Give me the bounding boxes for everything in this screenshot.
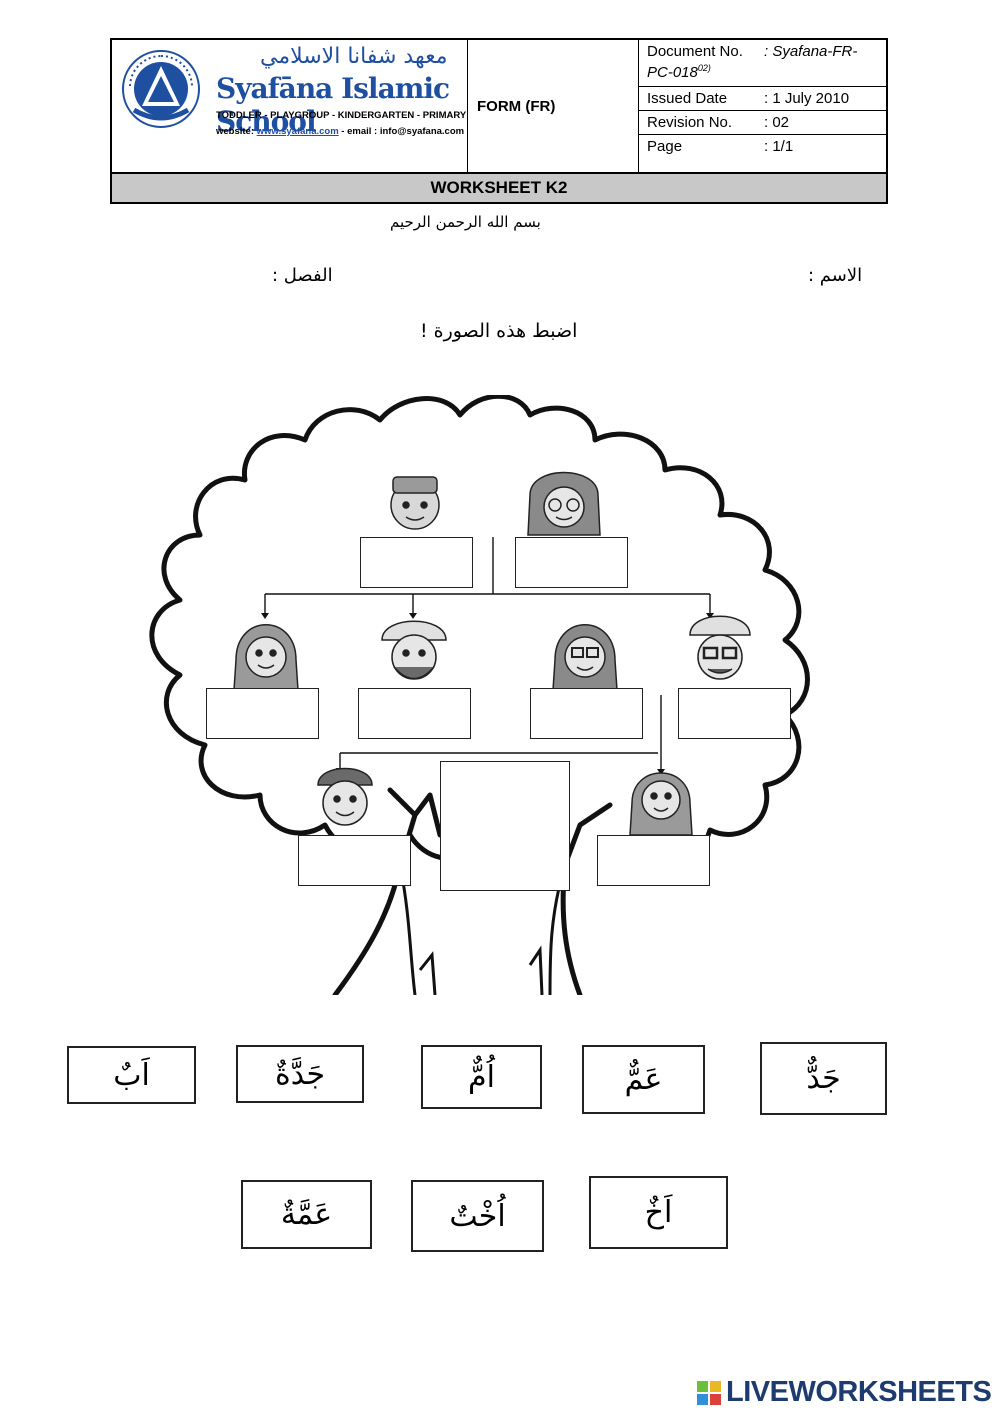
form-type: FORM (FR) (477, 98, 555, 115)
document-header-table: معهد شفانا الاسلامي Syafāna Islamic Scho… (110, 38, 888, 204)
word-card[interactable]: اَبٌ (67, 1046, 196, 1104)
answer-box-sister[interactable] (597, 835, 710, 886)
word-card[interactable]: اُمٌّ (421, 1045, 542, 1109)
face-grandfather (391, 477, 439, 529)
answer-box-brother[interactable] (298, 835, 411, 886)
school-emblem-icon (120, 48, 202, 130)
face-sister (630, 773, 692, 835)
form-type-cell: FORM (FR) (468, 40, 639, 172)
doc-no-label: Document No. (647, 43, 743, 60)
name-label: الاسم : (808, 265, 862, 286)
answer-box-self[interactable] (440, 761, 570, 891)
website-link[interactable]: www.syafana.com (257, 126, 339, 137)
face-aunt (234, 625, 298, 690)
word-card[interactable]: اُخْتٌ (411, 1180, 544, 1252)
liveworksheets-brand[interactable]: LIVEWORKSHEETS (726, 1376, 991, 1409)
instruction-text: اضبط هذه الصورة ! (420, 320, 577, 342)
class-label: الفصل : (272, 265, 333, 286)
family-tree (110, 395, 870, 995)
page-row: Page : 1/1 (639, 135, 888, 172)
word-card[interactable]: عَمٌّ (582, 1045, 705, 1114)
issued-date-row: Issued Date : 1 July 2010 (639, 87, 888, 111)
word-card[interactable]: عَمَّةٌ (241, 1180, 372, 1249)
doc-no-row: Document No. : Syafana-FR- PC-01802) (639, 40, 888, 87)
issued-date-label: Issued Date (647, 90, 727, 107)
page-label: Page (647, 138, 682, 155)
worksheet-title: WORKSHEET K2 (112, 172, 886, 202)
face-mother (553, 625, 617, 690)
doc-no-value: : Syafana-FR- (764, 43, 857, 60)
answer-box-father[interactable] (358, 688, 471, 739)
email-label: - email : (339, 126, 380, 137)
answer-box-aunt[interactable] (206, 688, 319, 739)
answer-box-grandmother[interactable] (515, 537, 628, 588)
email-address: info@syafana.com (380, 126, 464, 137)
document-meta: Document No. : Syafana-FR- PC-01802) Iss… (639, 40, 888, 172)
word-card[interactable]: جَدَّةٌ (236, 1045, 364, 1103)
doc-no-value-cont: PC-01802) (647, 63, 711, 81)
page-value: : 1/1 (764, 138, 793, 155)
revision-row: Revision No. : 02 (639, 111, 888, 135)
word-card[interactable]: اَخٌ (589, 1176, 728, 1249)
liveworksheets-logo-icon (697, 1381, 721, 1405)
issued-date-value: : 1 July 2010 (764, 90, 849, 107)
school-logo-cell: معهد شفانا الاسلامي Syafāna Islamic Scho… (112, 40, 468, 172)
school-levels: TODDLER - PLAYGROUP - KINDERGARTEN - PRI… (216, 110, 466, 121)
word-card[interactable]: جَدٌّ (760, 1042, 887, 1115)
answer-box-grandfather[interactable] (360, 537, 473, 588)
answer-box-uncle[interactable] (678, 688, 791, 739)
answer-box-mother[interactable] (530, 688, 643, 739)
revision-value: : 02 (764, 114, 789, 131)
website-label: website: (216, 126, 257, 137)
basmala: بسم الله الرحمن الرحيم (390, 213, 541, 231)
revision-label: Revision No. (647, 114, 732, 131)
school-contact: website: www.syafana.com - email : info@… (216, 126, 464, 137)
face-grandmother (528, 473, 600, 536)
school-arabic-name: معهد شفانا الاسلامي (260, 44, 448, 69)
